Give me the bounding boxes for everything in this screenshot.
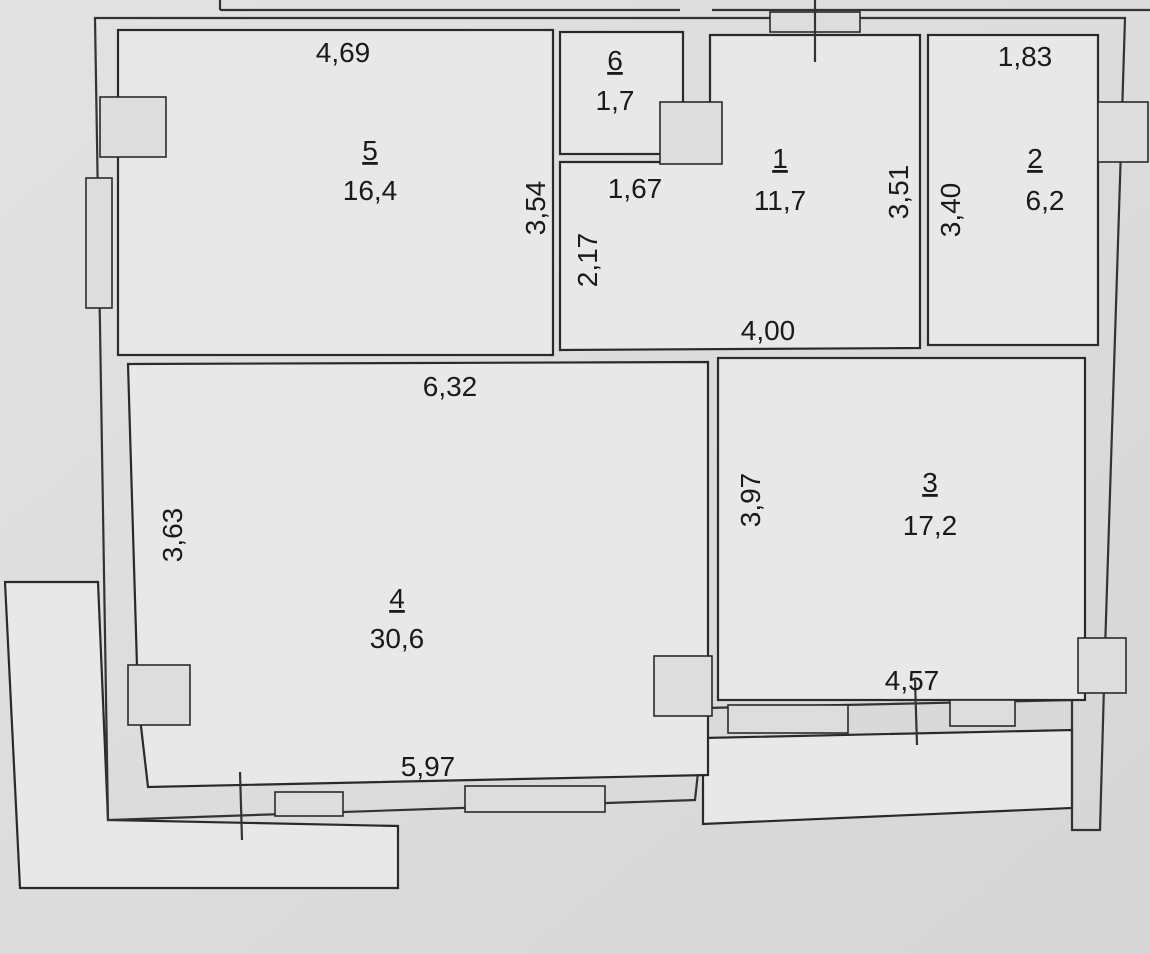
dim-room1-right: 3,51 <box>883 165 914 220</box>
dim-room4-bottom: 5,97 <box>401 751 456 782</box>
balcony-left <box>3 580 400 890</box>
column <box>659 101 723 165</box>
column <box>653 655 713 717</box>
column <box>127 664 191 726</box>
dim-room3-bottom: 4,57 <box>885 665 940 696</box>
window <box>464 785 606 813</box>
room-6-number: 6 <box>607 45 623 76</box>
room-1-number: 1 <box>772 143 788 174</box>
room-5-number: 5 <box>362 135 378 166</box>
room-1-area: 11,7 <box>754 185 806 216</box>
room-4-number: 4 <box>389 583 405 614</box>
dim-room6-bottom: 1,67 <box>608 173 663 204</box>
room-2 <box>926 33 1100 347</box>
room-3 <box>716 356 1087 702</box>
window <box>949 699 1016 727</box>
dim-room2-top: 1,83 <box>998 41 1053 72</box>
room-4 <box>126 360 710 789</box>
dim-room4-left: 3,63 <box>157 508 188 563</box>
window <box>727 704 849 734</box>
dim-room3-left: 3,97 <box>735 473 766 528</box>
dim-room1-left: 2,17 <box>572 233 603 288</box>
balcony-right <box>701 728 1074 826</box>
dim-room1-bottom: 4,00 <box>741 315 796 346</box>
door-mark <box>913 679 919 746</box>
dim-room5-right: 3,54 <box>520 181 551 236</box>
window <box>85 177 113 309</box>
room-5-area: 16,4 <box>343 175 398 206</box>
dim-room4-top: 6,32 <box>423 371 478 402</box>
door-mark <box>238 771 244 841</box>
room-3-area: 17,2 <box>903 510 958 541</box>
column <box>1097 101 1149 163</box>
column <box>99 96 167 158</box>
room-5 <box>116 28 555 357</box>
dim-room5-top: 4,69 <box>316 37 371 68</box>
room-3-number: 3 <box>922 467 938 498</box>
room-2-number: 2 <box>1027 143 1043 174</box>
dim-room2-left: 3,40 <box>935 183 966 238</box>
room-4-area: 30,6 <box>370 623 425 654</box>
room-6-area: 1,7 <box>596 85 635 116</box>
column <box>1077 637 1127 694</box>
window <box>274 791 344 817</box>
room-2-area: 6,2 <box>1026 185 1065 216</box>
